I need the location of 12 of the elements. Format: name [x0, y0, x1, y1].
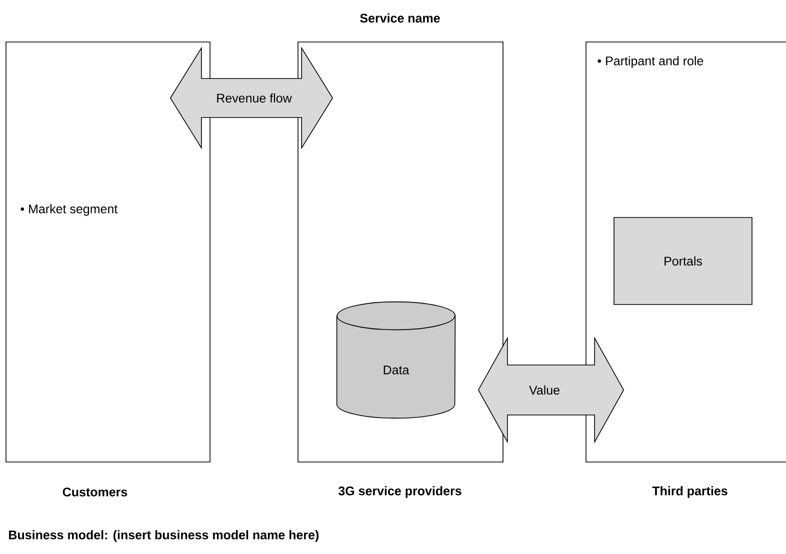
bullet-text: • Market segment	[20, 204, 118, 216]
caption: Business model: (insert business model name here)	[9, 530, 319, 542]
double-arrow	[478, 336, 624, 444]
bullet-text: • Partipant and role	[598, 56, 704, 68]
panel-heading: Third parties	[652, 486, 728, 498]
database-cylinder: Data	[336, 301, 456, 419]
edge-label: Revenue flow	[215, 92, 293, 104]
panel-heading: 3G service providers	[338, 486, 462, 498]
portal-box: Portals	[614, 217, 752, 305]
title: Service name	[360, 13, 440, 23]
double-arrow	[170, 46, 334, 150]
panel-heading: Customers	[62, 488, 128, 496]
